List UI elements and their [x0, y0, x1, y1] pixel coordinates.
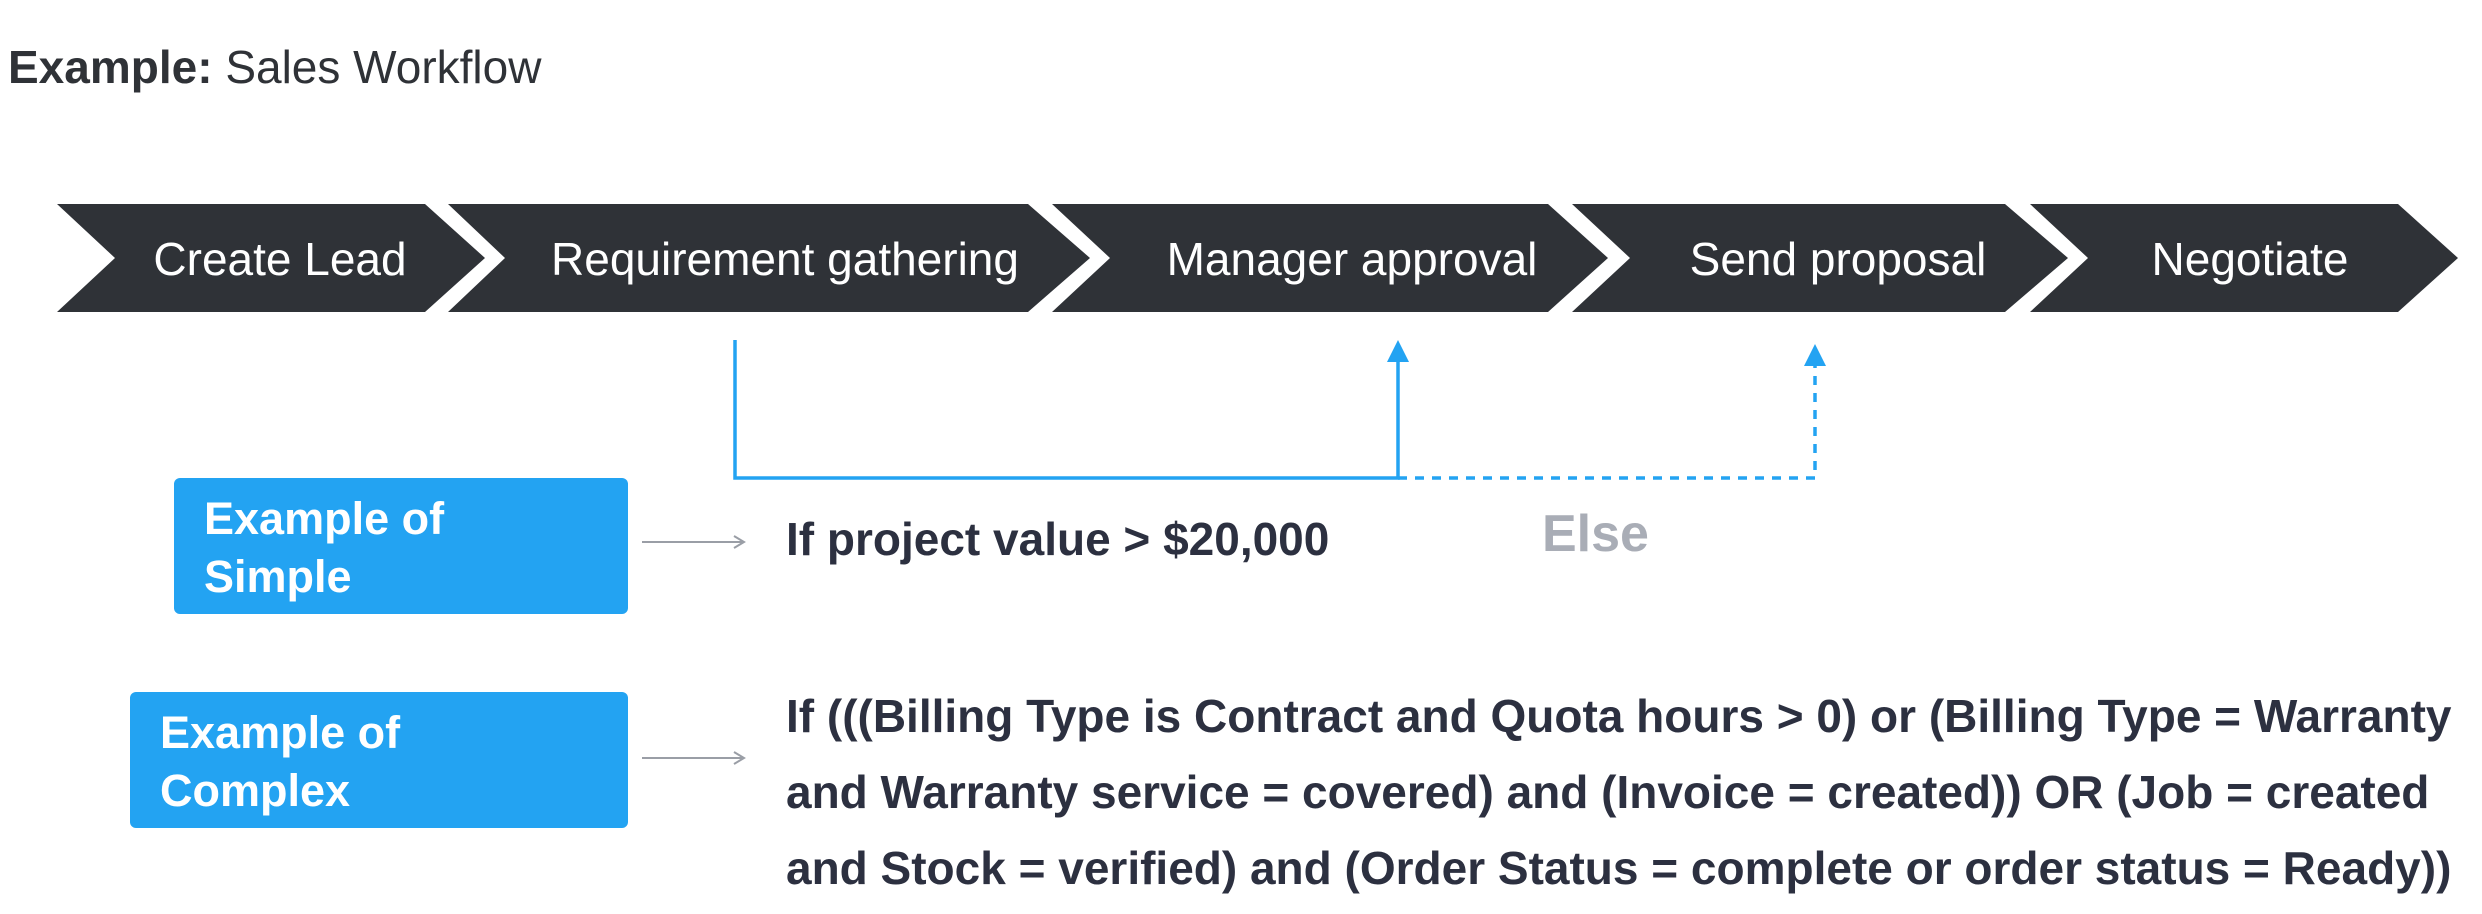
complex-expression-line1: If (((Billing Type is Contract and Quota… [786, 690, 2452, 742]
branch-line-else [1398, 362, 1817, 480]
stage-chevron-create-lead [57, 204, 485, 312]
page-title: Example: Sales Workflow [8, 40, 541, 94]
branch-line-if [733, 340, 1400, 480]
complex-badge-line2: Complex Expression [160, 765, 403, 874]
stage-label-manager-approval: Manager approval [1167, 233, 1538, 285]
complex-expression-text: If (((Billing Type is Contract and Quota… [786, 678, 2452, 906]
simple-expression-text: If project value > $20,000 [786, 513, 1330, 565]
complex-expression-badge: Example of Complex Expression [130, 692, 628, 874]
arrowhead-up-send-proposal [1804, 344, 1826, 366]
simple-badge-line2: Simple Expression [204, 551, 447, 660]
stage-label-negotiate: Negotiate [2152, 233, 2349, 285]
complex-badge-line1: Example of [160, 707, 401, 758]
stage-chevron-requirement-gathering [448, 204, 1090, 312]
stage-label-send-proposal: Send proposal [1690, 233, 1987, 285]
else-label: Else [1542, 505, 1649, 563]
title-text: Sales Workflow [225, 41, 542, 93]
complex-expression-line2: and Warranty service = covered) and (Inv… [786, 766, 2430, 818]
stage-chevron-negotiate [2030, 204, 2458, 312]
arrowhead-up-manager-approval [1387, 340, 1409, 362]
stage-label-create-lead: Create Lead [153, 233, 406, 285]
stage-label-requirement-gathering: Requirement gathering [551, 233, 1019, 285]
title-prefix: Example: [8, 41, 213, 93]
simple-badge-line1: Example of [204, 493, 445, 544]
stage-chevron-send-proposal [1572, 204, 2068, 312]
stage-chevron-manager-approval [1052, 204, 1608, 312]
complex-expression-line3: and Stock = verified) and (Order Status … [786, 842, 2452, 894]
pointer-arrowhead-simple [733, 535, 746, 549]
simple-expression-badge: Example of Simple Expression [174, 478, 628, 660]
pointer-arrowhead-complex [733, 751, 746, 765]
